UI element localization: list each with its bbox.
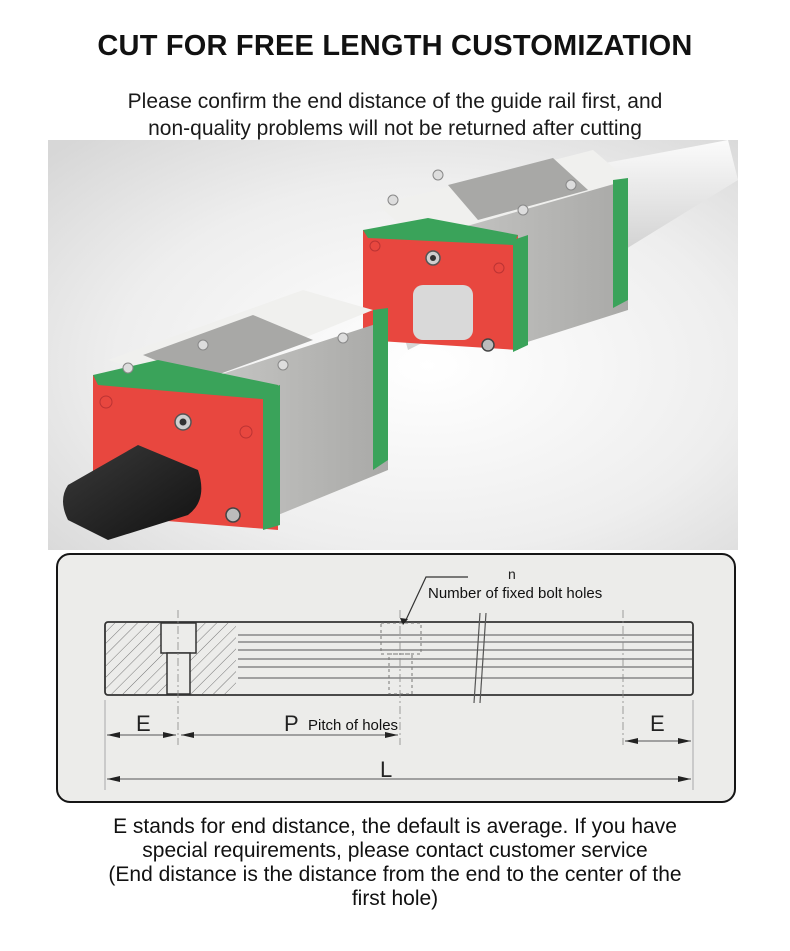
note-line-1: E stands for end distance, the default i…: [113, 815, 677, 838]
e-left-label: E: [136, 711, 151, 736]
end-distance-note: E stands for end distance, the default i…: [50, 815, 740, 911]
product-image: [48, 140, 738, 550]
rail-dimension-diagram: n Number of fixed bolt holes E P Pitch o…: [56, 553, 736, 803]
note-line-2: special requirements, please contact cus…: [142, 839, 648, 862]
page-title: CUT FOR FREE LENGTH CUSTOMIZATION: [97, 30, 693, 62]
note-line-3: (End distance is the distance from the e…: [108, 863, 682, 886]
l-label: L: [380, 757, 392, 782]
note-line-4: first hole): [351, 887, 439, 910]
e-right-label: E: [650, 711, 665, 736]
p-label: P: [284, 711, 299, 736]
rail-cross-section: n Number of fixed bolt holes E P Pitch o…: [104, 566, 694, 790]
bolt-holes-label: Number of fixed bolt holes: [428, 585, 602, 602]
subtitle-line-2: non-quality problems will not be returne…: [148, 117, 642, 140]
subtitle: Please confirm the end distance of the g…: [0, 88, 790, 142]
pitch-label: Pitch of holes: [308, 717, 398, 734]
linear-guide-illustration: [48, 140, 738, 550]
subtitle-line-1: Please confirm the end distance of the g…: [127, 90, 663, 113]
n-label: n: [508, 566, 516, 582]
